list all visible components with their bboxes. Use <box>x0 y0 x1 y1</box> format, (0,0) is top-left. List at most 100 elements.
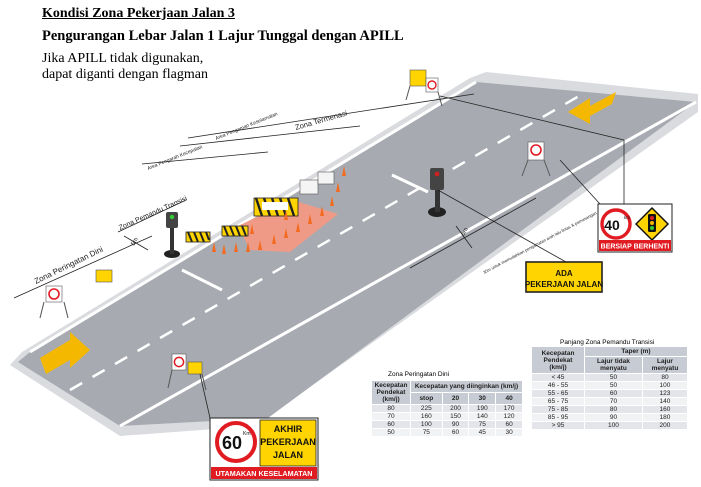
table-transisi-caption: Panjang Zona Pemandu Transisi <box>560 339 655 346</box>
table-peringatan-caption: Zona Peringatan Dini <box>388 371 450 378</box>
speed-40-text: 40 <box>604 217 620 233</box>
page-subtitle: Pengurangan Lebar Jalan 1 Lajur Tunggal … <box>42 28 404 44</box>
subheader-lajur-tidak-menyatu: Lajur tidak menyatu <box>584 356 643 374</box>
sign-stand-end-left <box>167 353 207 391</box>
subheader-30: 30 <box>468 392 497 405</box>
header-kecepatan-diinginkan: Kecepatan yang diinginkan (km/j) <box>410 380 523 393</box>
cell: 75 - 85 <box>531 405 585 414</box>
header-kecepatan-pendekat: Kecepatan Pendekat (km/j) <box>371 380 411 405</box>
table-pemandu-transisi: Kecepatan Pendekat (km/j) Taper (m) Laju… <box>531 346 689 430</box>
speed-60-text: 60 <box>222 433 242 453</box>
pekerjaan-jalan-text: PEKERJAAN JALAN <box>525 280 603 289</box>
cell: 80 <box>641 373 689 382</box>
cell: 180 <box>641 413 689 422</box>
utamakan-text: UTAMAKAN KESELAMATAN <box>215 469 312 478</box>
cell: 70 <box>371 412 411 421</box>
cell: 150 <box>441 412 470 421</box>
cell: 55 - 65 <box>531 389 585 398</box>
subheader-lajur-menyatu: Lajur menyatu <box>641 356 689 374</box>
work-area <box>238 200 338 252</box>
cell: 60 <box>441 428 470 437</box>
cell: 140 <box>641 397 689 406</box>
subheader-stop: stop <box>410 392 443 405</box>
cell: 140 <box>468 412 497 421</box>
cell: 100 <box>641 381 689 390</box>
traffic-light-left <box>164 212 180 258</box>
cell: 85 - 95 <box>531 413 585 422</box>
cell: 70 <box>584 397 643 406</box>
cell: 190 <box>468 404 497 413</box>
traffic-light-right <box>428 168 446 217</box>
label-zona-pemandu: Zona Pemandu Transisi <box>118 195 189 232</box>
cell: 65 - 75 <box>531 397 585 406</box>
akhir-text: AKHIR <box>274 424 303 434</box>
cell: 75 <box>468 420 497 429</box>
akhir-pekerjaan-text: PEKERJAAN <box>260 437 316 447</box>
page-title: Kondisi Zona Pekerjaan Jalan 3 <box>42 6 235 21</box>
label-zona-peringatan: Zona Peringatan Dini <box>33 245 105 286</box>
barrier-boards <box>185 171 335 243</box>
speed-40-unit: km <box>624 215 630 220</box>
sign-bersiap-berhenti: 40 km BERSIAP BERHENTI <box>597 203 673 253</box>
subheader-20: 20 <box>441 392 470 405</box>
label-dim-5m: 5m <box>131 237 140 247</box>
ada-text: ADA <box>555 269 573 278</box>
cell: 46 - 55 <box>531 381 585 390</box>
sign-akhir-pekerjaan: 60 Km AKHIR PEKERJAAN JALAN UTAMAKAN KES… <box>209 417 319 481</box>
cell: 100 <box>584 421 643 430</box>
cell: 60 <box>584 389 643 398</box>
road-center-line <box>69 90 587 392</box>
cell: 60 <box>495 420 523 429</box>
cell: 200 <box>441 404 470 413</box>
direction-arrow-right <box>568 92 616 124</box>
cell: 123 <box>641 389 689 398</box>
stop-line-right <box>391 173 429 194</box>
cell: 90 <box>441 420 470 429</box>
cell: 30 <box>495 428 523 437</box>
cell: 225 <box>410 404 443 413</box>
road-edge-top <box>29 80 477 354</box>
cell: 50 <box>584 381 643 390</box>
cell: 90 <box>584 413 643 422</box>
header-kecepatan-pendekat-2: Kecepatan Pendekat (km/j) <box>531 346 585 374</box>
stop-line-left <box>181 268 223 292</box>
cell: 100 <box>410 420 443 429</box>
road-edge-bottom <box>119 100 697 428</box>
cell: 80 <box>371 404 411 413</box>
note-line-2: dapat diganti dengan flagman <box>42 67 208 82</box>
cell: 50 <box>371 428 411 437</box>
sign-stand-top <box>405 69 443 107</box>
note-line-1: Jika APILL tidak digunakan, <box>42 51 204 66</box>
bersiap-berhenti-text: BERSIAP BERHENTI <box>601 244 670 251</box>
label-dim-8m: 8m <box>461 227 470 237</box>
direction-arrow-left <box>40 332 90 374</box>
cell: 160 <box>641 405 689 414</box>
cell: 170 <box>495 404 523 413</box>
traffic-cones <box>212 166 346 254</box>
label-area-pengarah: Area Pengarah Kecepatan <box>147 144 204 172</box>
cell: 120 <box>495 412 523 421</box>
akhir-jalan-text: JALAN <box>273 450 303 460</box>
subheader-40: 40 <box>495 392 523 405</box>
sign-stand-early-left <box>39 269 113 319</box>
cell: 50 <box>584 373 643 382</box>
cell: < 45 <box>531 373 585 382</box>
cell: 45 <box>468 428 497 437</box>
cell: 160 <box>410 412 443 421</box>
header-taper: Taper (m) <box>584 346 688 357</box>
speed-60-unit: Km <box>243 431 251 437</box>
cell: 200 <box>641 421 689 430</box>
dimension-lines <box>13 93 625 419</box>
cell: 60 <box>371 420 411 429</box>
